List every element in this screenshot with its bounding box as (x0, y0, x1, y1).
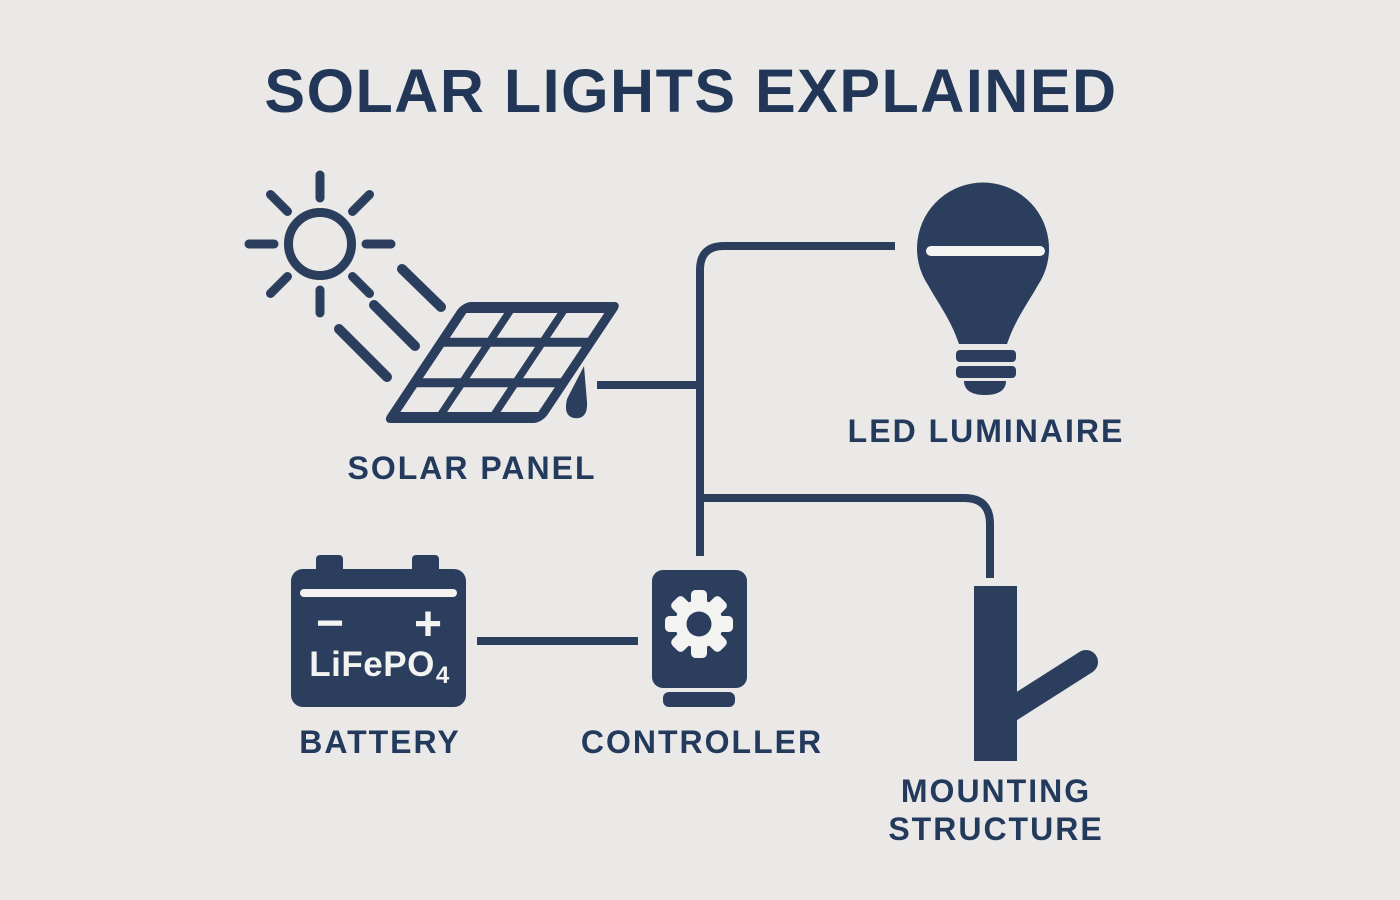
sun-disc (284, 208, 356, 280)
light-bulb-icon (917, 182, 1049, 395)
battery-plus-symbol: + (414, 598, 442, 651)
battery-chemistry-text: LiFePO4 (309, 645, 449, 689)
connector-controller-to-bulb (696, 242, 895, 556)
panel-support-leg (565, 366, 588, 419)
battery-top-stripe (300, 589, 457, 597)
connector-trunk-to-mount (700, 494, 994, 578)
mounting-pole-icon (974, 586, 1098, 761)
bulb-screw-base (956, 350, 1016, 395)
page-title: SOLAR LIGHTS EXPLAINED (264, 57, 1118, 125)
label-controller: CONTROLLER (580, 724, 824, 760)
battery-chemistry-main: LiFePO (309, 645, 435, 684)
label-battery: BATTERY (299, 724, 461, 760)
bulb-highlight-stripe (926, 246, 1045, 256)
panel-frame (385, 302, 619, 423)
label-solar-panel: SOLAR PANEL (347, 450, 597, 486)
mounting-pole (974, 586, 1017, 761)
solar-panel-icon (385, 302, 619, 423)
mounting-arm (997, 650, 1098, 723)
battery-icon: − + (291, 555, 466, 707)
controller-icon (652, 570, 747, 707)
label-mounting-line2: STRUCTURE (888, 811, 1104, 847)
gear-hub-hole (686, 611, 712, 637)
battery-minus-symbol: − (316, 597, 344, 650)
sun-beams (334, 264, 446, 382)
battery-body (291, 569, 466, 707)
sun-icon (244, 170, 446, 382)
battery-chemistry-subscript: 4 (435, 662, 450, 689)
label-led-luminaire: LED LUMINAIRE (847, 413, 1125, 449)
panel-grid (412, 313, 592, 412)
label-mounting-structure: MOUNTING STRUCTURE (888, 772, 1103, 848)
controller-base (663, 692, 735, 707)
connector-lines (477, 242, 994, 645)
gear-icon (665, 590, 733, 658)
sun-rays (244, 170, 396, 318)
label-mounting-line1: MOUNTING (900, 773, 1092, 809)
bulb-body (917, 182, 1049, 344)
